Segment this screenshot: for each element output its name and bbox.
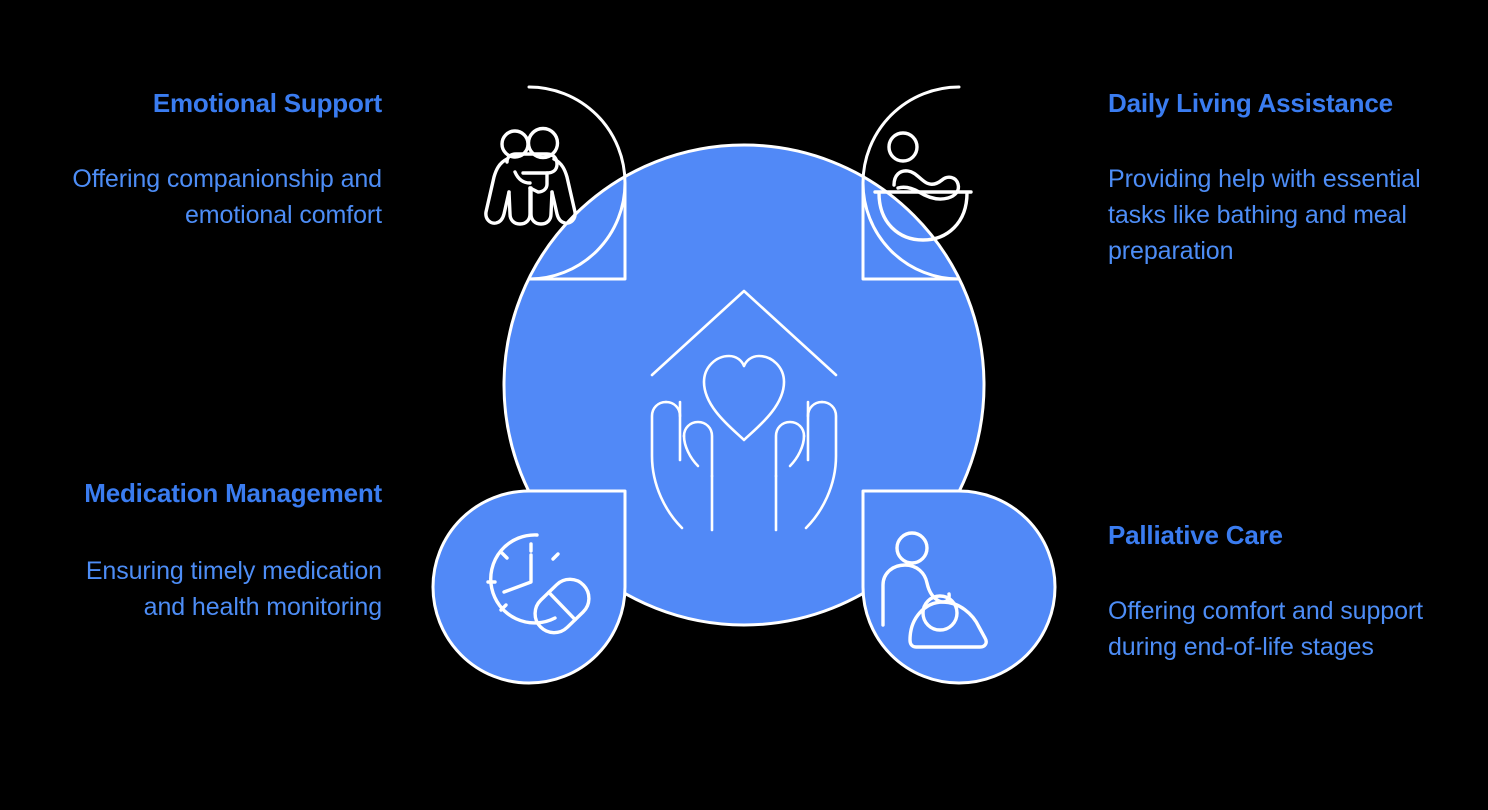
node-description-emotional-support: Offering companionship and emotional com… [72,164,382,229]
diagram-svg [431,85,1057,685]
petal-emotional-support[interactable] [484,85,627,281]
node-title-palliative-care: Palliative Care [1108,520,1283,550]
node-description-daily-living-assistance: Providing help with essential tasks like… [1108,164,1421,265]
node-text-palliative-care: Palliative Care Offering comfort and sup… [1108,520,1438,665]
hub-and-petals-graphic [424,78,1064,698]
node-text-medication-management: Medication Management Ensuring timely me… [46,478,382,625]
petal-shape-bottom-left [431,489,627,685]
node-text-daily-living-assistance: Daily Living Assistance Providing help w… [1108,88,1438,269]
node-title-emotional-support: Emotional Support [152,88,382,118]
node-description-medication-management: Ensuring timely medication and health mo… [85,556,382,621]
two-people-embracing-icon [484,126,577,226]
petal-daily-living-assistance[interactable] [861,85,973,281]
node-title-daily-living-assistance: Daily Living Assistance [1108,88,1393,118]
clock-and-pill-icon [486,533,591,635]
petal-shape-top-left [527,85,627,281]
petal-palliative-care[interactable] [861,489,1057,685]
petal-shape-bottom-right [861,489,1057,685]
house-heart-hands-icon [650,289,838,532]
node-title-medication-management: Medication Management [84,478,382,508]
person-in-bathtub-icon [873,131,973,242]
node-text-emotional-support: Emotional Support Offering companionship… [46,88,382,233]
petal-shape-top-right [861,85,961,281]
node-description-palliative-care: Offering comfort and support during end-… [1108,596,1423,661]
petal-medication-management[interactable] [431,489,627,685]
caregiver-with-patient-in-bed-icon [881,531,988,649]
